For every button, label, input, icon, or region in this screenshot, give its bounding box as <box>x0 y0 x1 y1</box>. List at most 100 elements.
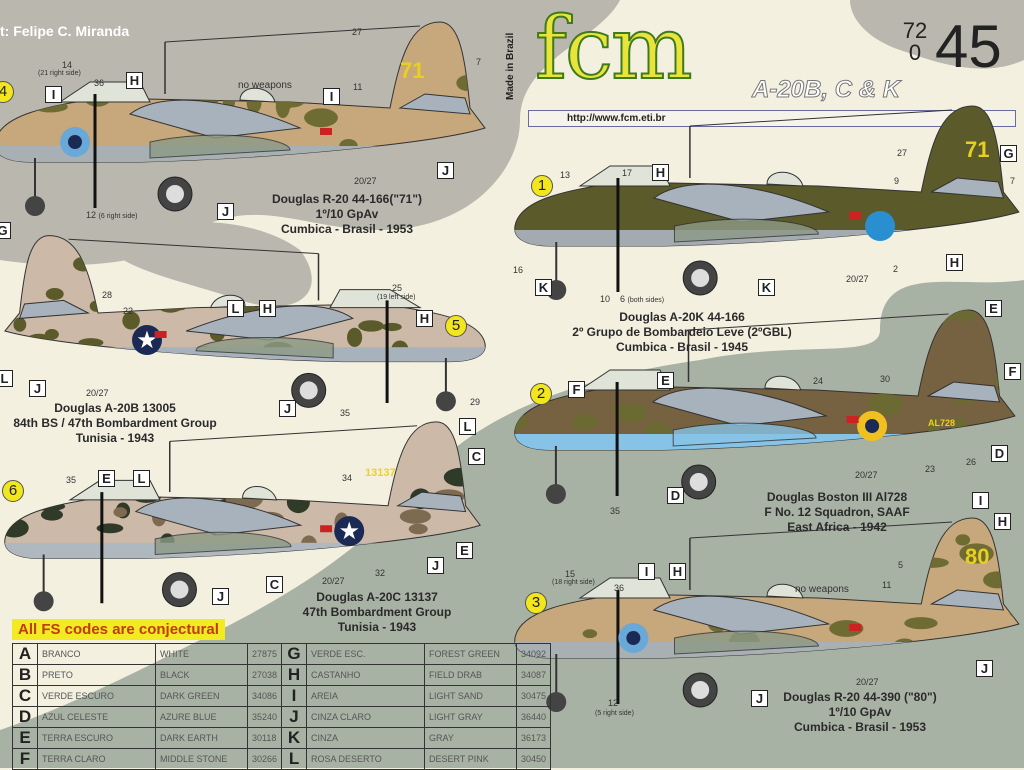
fs-code-cell: B <box>12 664 38 686</box>
wing <box>154 531 292 556</box>
callout: 6 (both sides) <box>620 294 664 304</box>
fs-en-cell: BLACK <box>155 664 248 686</box>
camo-blob <box>13 82 31 96</box>
horizontal-stabilizer <box>929 177 1005 199</box>
camo-blob <box>280 267 303 277</box>
color-callout-box: K <box>535 279 552 296</box>
website-link[interactable]: http://www.fcm.eti.br <box>528 110 1016 127</box>
horizontal-stabilizer <box>18 299 90 319</box>
color-callout-box: L <box>459 418 476 435</box>
callout-note: (19 left side) <box>377 294 416 301</box>
camo-blob <box>655 545 669 565</box>
callout-note: (21 right side) <box>38 70 81 77</box>
camo-blob <box>241 269 264 286</box>
color-callout-box: I <box>45 86 62 103</box>
caption-line: Cumbica - Brasil - 1945 <box>615 340 749 354</box>
camo-blob <box>140 569 163 585</box>
camo-blob <box>231 555 258 559</box>
camo-blob <box>258 383 281 392</box>
fs-en-cell: MIDDLE STONE <box>155 748 248 770</box>
camo-blob <box>594 677 619 693</box>
callout: no weapons <box>795 584 849 595</box>
color-callout-box: J <box>217 203 234 220</box>
profile-number-3: 3 <box>525 592 547 614</box>
camo-blob <box>382 322 402 332</box>
fs-code-cell: I <box>281 685 308 707</box>
fs-fs-cell: 30450 <box>516 748 552 770</box>
national-insignia <box>865 211 896 241</box>
camo-blob <box>540 531 558 541</box>
camo-blob <box>959 543 994 564</box>
camo-blob <box>451 568 485 580</box>
camo-blob <box>928 474 959 494</box>
camo-blob <box>645 421 671 438</box>
camo-blob <box>70 564 96 581</box>
turret <box>766 583 804 599</box>
callout: 13 <box>560 170 571 180</box>
profile-2-aircraft: AL728 <box>514 309 1016 504</box>
fs-fs-cell: 34086 <box>246 685 283 707</box>
fs-fs-cell: 30266 <box>246 748 283 770</box>
insignia-star: ★ <box>338 518 360 545</box>
camo-blob <box>3 567 39 577</box>
camo-blob <box>478 315 486 324</box>
camo-blob <box>158 76 173 100</box>
fs-pt-cell: CINZA <box>306 727 426 749</box>
camo-blob <box>313 41 339 58</box>
camo-blob <box>377 41 394 50</box>
callout: 22 <box>123 306 134 316</box>
camo-blob <box>369 543 387 559</box>
callout: 10 <box>600 294 611 304</box>
callout: 30 <box>880 374 891 384</box>
engine-nacelle <box>652 183 831 223</box>
antenna-wire <box>689 109 953 127</box>
camo-blob <box>390 554 420 559</box>
tail-code: 13137 <box>365 467 396 479</box>
camo-blob <box>78 338 104 347</box>
color-callout-box: H <box>669 563 686 580</box>
camo-blob <box>122 311 140 330</box>
camo-blob <box>227 22 247 37</box>
color-callout-box: J <box>437 162 454 179</box>
camo-blob <box>453 286 477 311</box>
callout: 26 <box>966 457 977 467</box>
camo-blob <box>803 651 830 658</box>
fs-fs-cell: 34092 <box>516 643 552 665</box>
camo-blob <box>955 534 971 546</box>
camo-blob <box>242 179 274 189</box>
callout: 20/27 <box>856 677 879 687</box>
camo-blob <box>475 269 486 283</box>
callout: 35 <box>340 408 351 418</box>
fs-pt-cell: CASTANHO <box>306 664 426 686</box>
camo-blob <box>635 667 666 684</box>
cockpit-canopy <box>329 289 422 309</box>
color-callout-box: D <box>667 487 684 504</box>
horizontal-stabilizer <box>929 589 1005 611</box>
color-callout-box: D <box>991 445 1008 462</box>
fs-en-cell: GRAY <box>424 727 518 749</box>
camo-blob <box>1003 634 1019 655</box>
camo-blob <box>205 185 231 201</box>
wing <box>195 337 334 359</box>
camo-blob <box>216 276 238 289</box>
camo-blob <box>347 327 363 348</box>
fs-fs-cell: 36173 <box>516 727 552 749</box>
camo-blob <box>868 393 904 416</box>
camo-blob <box>60 22 96 40</box>
callout: 11 <box>353 82 363 92</box>
camo-blob <box>15 459 40 477</box>
color-callout-box: H <box>946 254 963 271</box>
camo-blob <box>64 209 87 218</box>
color-callout-box: E <box>985 300 1002 317</box>
camo-blob <box>256 465 289 486</box>
callout: 12 <box>608 698 619 708</box>
color-callout-box: J <box>29 380 46 397</box>
caption-line: 47th Bombardment Group <box>302 605 452 619</box>
camo-blob <box>399 509 431 524</box>
color-callout-box: L <box>133 470 150 487</box>
caption-line: Cumbica - Brasil - 1953 <box>280 222 414 236</box>
camo-blob <box>562 538 594 562</box>
callout: 16 <box>513 265 524 275</box>
